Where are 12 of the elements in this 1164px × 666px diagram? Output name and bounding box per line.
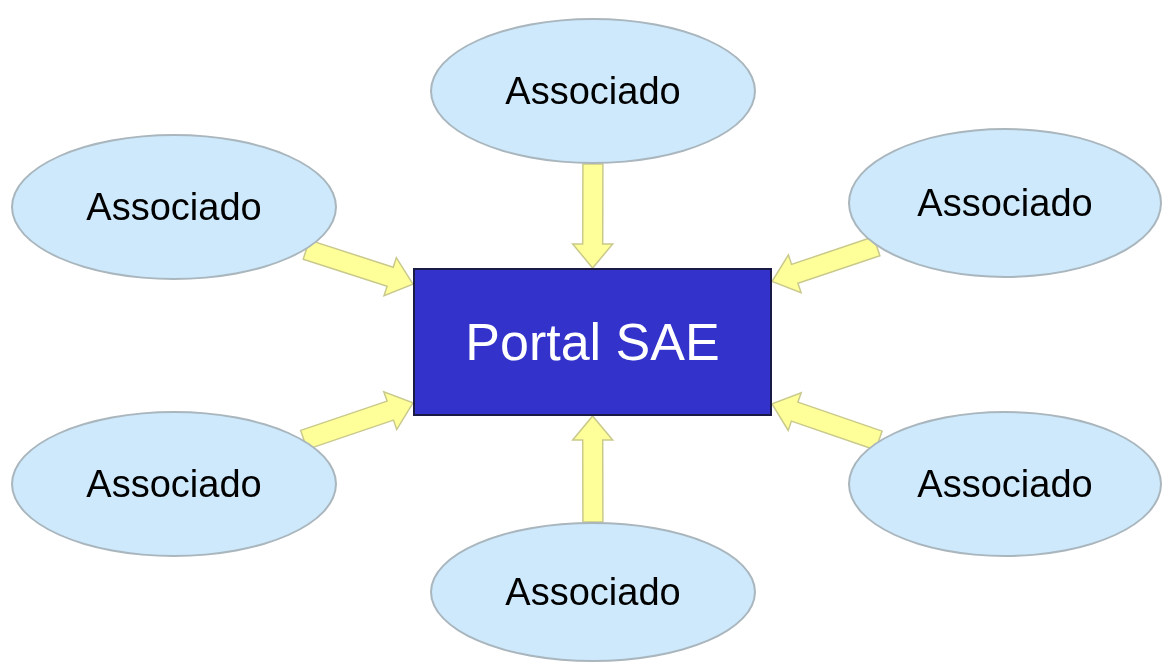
node-label: Associado [86,462,262,506]
node-label: Associado [917,462,1093,506]
node-label: Associado [917,181,1093,225]
block-arrow [571,163,615,270]
node-label: Associado [86,185,262,229]
block-arrow [571,414,615,523]
node-label: Portal SAE [465,312,720,372]
node-label: Associado [505,570,681,614]
block-arrow [302,239,415,298]
portal-box [413,268,772,416]
block-arrow [770,391,884,451]
node-label: Associado [505,69,681,113]
